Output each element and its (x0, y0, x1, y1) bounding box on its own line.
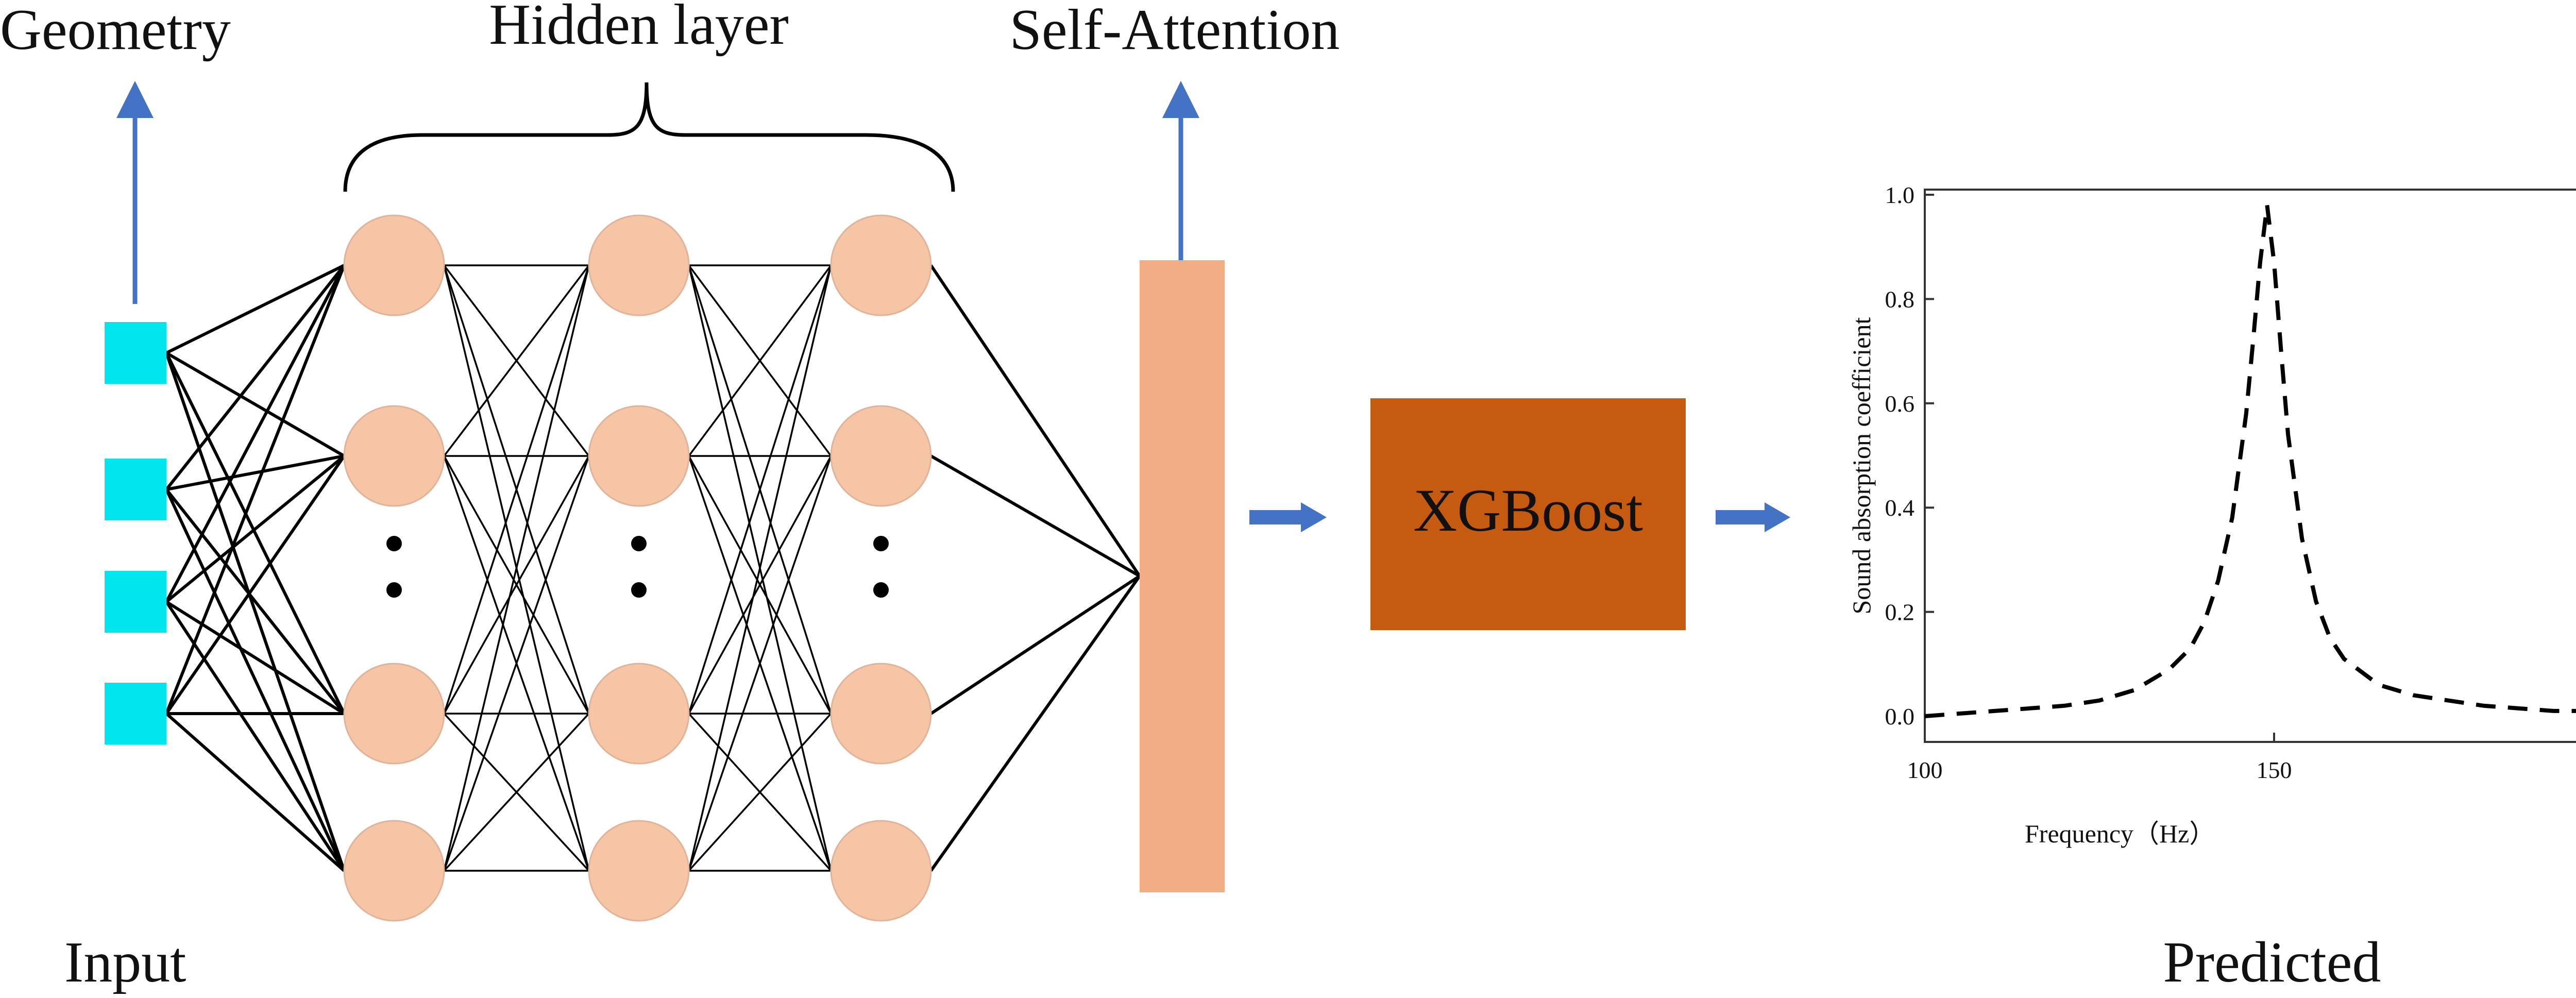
hidden-layers (343, 214, 932, 922)
connection-line (165, 351, 345, 458)
pipeline-arrow-1 (1249, 502, 1327, 532)
connection-line (443, 265, 590, 871)
predicted-label: Predicted (2163, 931, 2381, 994)
geometry-label: Geometry (0, 0, 231, 62)
ellipsis-dot (631, 582, 647, 598)
self-attention-label: Self-Attention (1010, 0, 1340, 62)
y-tick-label: 0.0 (1885, 703, 1915, 730)
input-label: Input (64, 931, 186, 994)
connection-line (165, 600, 345, 715)
connection-line (443, 264, 590, 457)
neuron (830, 663, 932, 765)
neuron (343, 820, 445, 922)
connection-line (165, 264, 346, 603)
xgboost-box (1370, 398, 1686, 630)
connection-line (688, 455, 832, 871)
neuron (830, 214, 932, 316)
connection-line (929, 264, 1141, 577)
ellipsis-dot (873, 582, 889, 598)
neuron (343, 214, 445, 316)
connection-line (165, 455, 346, 715)
x-tick-label: 100 (1907, 757, 1943, 783)
connection-line (165, 488, 346, 715)
connection-line (930, 574, 1141, 715)
ellipsis-dot (631, 536, 647, 551)
pipeline-arrow-2 (1716, 502, 1790, 532)
connection-line (165, 352, 346, 715)
x-axis-label: Frequency（Hz） (2025, 819, 2215, 848)
ellipsis-dot (386, 582, 402, 598)
neuron (588, 405, 690, 507)
connection-line (166, 454, 345, 491)
connection-line (443, 455, 590, 871)
y-tick-label: 0.4 (1885, 495, 1915, 521)
hidden-layer-brace (343, 82, 955, 192)
connection-line (443, 713, 590, 872)
connection-line (688, 713, 832, 872)
absorption-chart: 0.00.20.40.60.81.0100150200 Frequency（Hz… (1847, 182, 2576, 848)
y-tick-label: 0.8 (1885, 286, 1915, 312)
connection-line (688, 455, 832, 714)
input-layer (105, 322, 166, 745)
hidden-layer-label: Hidden layer (489, 0, 789, 57)
connection-line (688, 265, 832, 871)
connection-line (929, 575, 1141, 872)
chart-frame (1924, 189, 2576, 743)
connection-line (165, 454, 345, 603)
connection-line (930, 454, 1141, 578)
connection-line (688, 264, 832, 457)
connection-line (165, 264, 346, 490)
y-tick-label: 0.2 (1885, 599, 1915, 625)
connection-line (443, 455, 590, 714)
connection-line (165, 601, 346, 872)
absorption-curve (1924, 205, 2576, 718)
neuron (343, 663, 445, 765)
connection-line (443, 265, 590, 714)
neuron (588, 820, 690, 922)
connection-line (165, 712, 345, 872)
neuron (343, 405, 445, 507)
input-node (105, 322, 166, 384)
input-node (105, 683, 166, 745)
self-attention-bar (1140, 260, 1225, 892)
connection-line (688, 265, 832, 714)
ellipsis-dot (386, 536, 402, 551)
input-node (105, 571, 166, 633)
neuron (830, 820, 932, 922)
ellipsis-dots (386, 536, 889, 598)
network-connections (165, 264, 1141, 872)
connection-line (165, 352, 346, 871)
connection-line (165, 264, 346, 715)
y-axis-label: Sound absorption coefficient (1847, 317, 1876, 615)
y-tick-label: 0.6 (1885, 391, 1915, 417)
x-tick-label: 150 (2257, 757, 2292, 783)
chart-ticks: 0.00.20.40.60.81.0100150200 (1885, 182, 2292, 783)
input-node (105, 459, 166, 520)
connection-line (165, 264, 345, 354)
neuron (588, 214, 690, 316)
xgboost-label: XGBoost (1413, 477, 1643, 544)
y-tick-label: 1.0 (1885, 182, 1915, 208)
neuron (588, 663, 690, 765)
neuron (830, 405, 932, 507)
ellipsis-dot (873, 536, 889, 551)
connection-line (165, 488, 346, 872)
